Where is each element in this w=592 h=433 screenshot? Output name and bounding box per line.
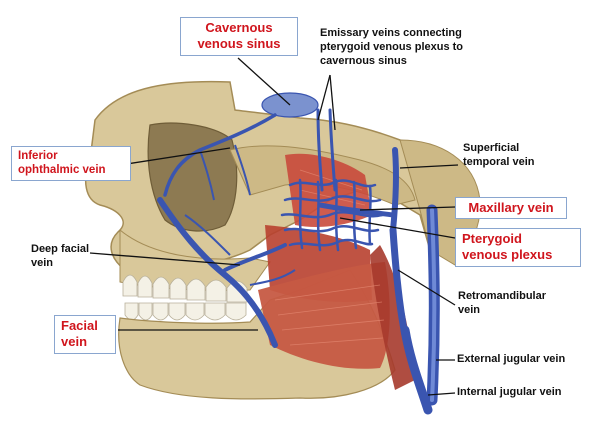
- label-inferior-ophthalmic-line2: ophthalmic vein: [18, 164, 106, 177]
- upper-teeth: [122, 274, 248, 303]
- label-emissary-line1: Emissary veins connecting: [320, 27, 462, 39]
- label-superficial-temporal-line2: temporal vein: [463, 155, 535, 168]
- label-retromandibular-line1: Retromandibular: [458, 290, 547, 302]
- label-inferior-ophthalmic-line1: Inferior: [18, 150, 58, 162]
- retromandibular-vein: [389, 226, 409, 339]
- label-cavernous-line2: venous sinus: [197, 36, 281, 52]
- leader-superficial-temporal: [399, 164, 459, 169]
- label-superficial-temporal-line1: Superficial: [463, 142, 520, 154]
- label-pterygoid-venous-plexus: Pterygoid venous plexus: [455, 228, 581, 267]
- internal-jugular-vein: [400, 325, 433, 415]
- leader-cavernous: [237, 57, 291, 106]
- label-deep-facial-line2: vein: [31, 256, 54, 269]
- label-emissary-veins: Emissary veins connecting pterygoid veno…: [320, 27, 463, 68]
- facial-vein: [157, 197, 278, 348]
- label-pterygoid-line1: Pterygoid: [462, 231, 522, 246]
- pterygoid-venous-plexus: [280, 178, 384, 252]
- label-retromandibular-vein: Retromandibular vein: [458, 290, 546, 318]
- label-emissary-line2: pterygoid venous plexus to: [320, 40, 464, 53]
- label-retromandibular-line2: vein: [458, 303, 481, 316]
- label-pterygoid-line2: venous plexus: [462, 247, 553, 263]
- label-internal-jugular-text: Internal jugular vein: [457, 386, 562, 398]
- posterior-muscle: [370, 245, 415, 390]
- label-facial-vein: Facial vein: [54, 315, 116, 354]
- label-emissary-line3: cavernous sinus: [320, 54, 407, 67]
- label-cavernous-venous-sinus: Cavernous venous sinus: [180, 17, 298, 56]
- label-superficial-temporal-vein: Superficial temporal vein: [463, 142, 535, 170]
- inferior-ophthalmic-vein: [163, 113, 277, 197]
- leader-lines: [89, 57, 459, 396]
- deep-facial-vein: [223, 243, 287, 272]
- leader-maxillary: [359, 206, 456, 211]
- leader-emissary-2: [329, 74, 336, 131]
- label-facial-line2: vein: [61, 334, 88, 350]
- label-cavernous-line1: Cavernous: [205, 20, 273, 35]
- leader-emissary-1: [317, 74, 331, 121]
- leader-internal-jugular: [427, 392, 456, 396]
- venous-network: [157, 108, 440, 415]
- label-internal-jugular-vein: Internal jugular vein: [457, 386, 562, 400]
- label-deep-facial-line1: Deep facial: [31, 243, 90, 255]
- label-external-jugular-vein: External jugular vein: [457, 353, 565, 367]
- label-inferior-ophthalmic-vein: Inferior ophthalmic vein: [11, 146, 131, 181]
- leader-pterygoid: [339, 217, 456, 239]
- label-deep-facial-vein: Deep facial vein: [31, 243, 89, 271]
- leader-retromandibular: [397, 269, 456, 306]
- label-maxillary-text: Maxillary vein: [468, 200, 554, 215]
- facial-vein-tributaries: [184, 144, 296, 286]
- label-external-jugular-text: External jugular vein: [457, 353, 566, 365]
- label-maxillary-vein: Maxillary vein: [455, 197, 567, 220]
- maxillary-vein: [317, 202, 396, 218]
- label-facial-line1: Facial: [61, 318, 98, 333]
- leader-deep-facial: [89, 252, 241, 266]
- leader-inferior-ophthalmic: [119, 147, 231, 166]
- lower-teeth: [124, 302, 247, 321]
- muscle-fibers: [274, 169, 385, 346]
- superficial-temporal-vein: [390, 147, 400, 233]
